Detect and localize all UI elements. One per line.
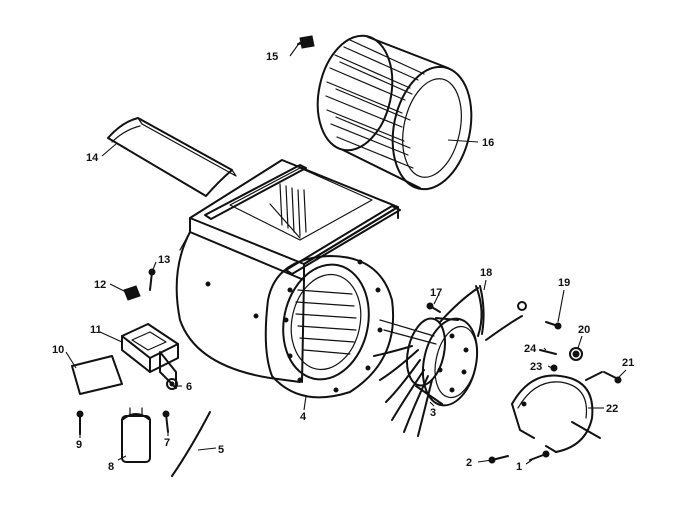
part-label-9: 9 xyxy=(76,439,82,451)
part-label-24: 24 xyxy=(524,343,537,355)
part-label-5: 5 xyxy=(218,444,224,456)
blower-wheel-drawing xyxy=(316,34,473,191)
blower-motor-drawing xyxy=(373,287,479,437)
part-label-8: 8 xyxy=(108,461,114,473)
part-labels: 15 14 16 12 13 11 10 6 7 9 8 5 4 3 17 18… xyxy=(52,51,634,473)
screw-7-drawing xyxy=(162,410,170,433)
part-label-11: 11 xyxy=(90,324,102,336)
part-label-13: 13 xyxy=(158,254,170,266)
screw-13-drawing xyxy=(148,268,156,291)
clip-drawing xyxy=(123,285,141,301)
part-label-6: 6 xyxy=(186,381,192,393)
part-label-15: 15 xyxy=(266,51,278,63)
blower-housing-drawing xyxy=(175,159,437,399)
part-label-22: 22 xyxy=(606,403,618,415)
screw-9-drawing xyxy=(76,410,84,435)
screw-1-drawing xyxy=(529,450,550,461)
part-label-12: 12 xyxy=(94,279,106,291)
capacitor-bracket-drawing xyxy=(121,323,179,389)
screw-21-drawing xyxy=(603,371,622,384)
part-label-10: 10 xyxy=(52,344,64,356)
part-label-16: 16 xyxy=(482,137,494,149)
part-label-2: 2 xyxy=(466,457,472,469)
part-label-21: 21 xyxy=(622,357,634,369)
nut-6-drawing xyxy=(166,378,178,390)
grommet-20-drawing xyxy=(569,347,583,361)
part-label-1: 1 xyxy=(516,461,522,473)
part-label-19: 19 xyxy=(558,277,570,289)
part-label-14: 14 xyxy=(86,152,99,164)
screw-17-drawing xyxy=(426,302,441,313)
leader-lines xyxy=(65,41,627,465)
part-label-18: 18 xyxy=(480,267,492,279)
set-screw-drawing xyxy=(297,35,315,49)
part-label-7: 7 xyxy=(164,437,170,449)
motor-mount-band-drawing xyxy=(511,371,603,453)
part-label-3: 3 xyxy=(430,407,436,419)
wire-lead-5-drawing xyxy=(171,411,211,477)
screw-19-drawing xyxy=(485,301,562,341)
part-label-20: 20 xyxy=(578,324,590,336)
cover-plate-drawing xyxy=(71,355,123,395)
capacitor-drawing xyxy=(121,407,151,463)
part-label-4: 4 xyxy=(300,411,307,423)
part-label-23: 23 xyxy=(530,361,542,373)
part-label-17: 17 xyxy=(430,287,442,299)
screw-24-drawing xyxy=(539,349,557,355)
ground-wire-drawing xyxy=(475,285,485,337)
cutoff-plate-drawing xyxy=(107,117,237,197)
